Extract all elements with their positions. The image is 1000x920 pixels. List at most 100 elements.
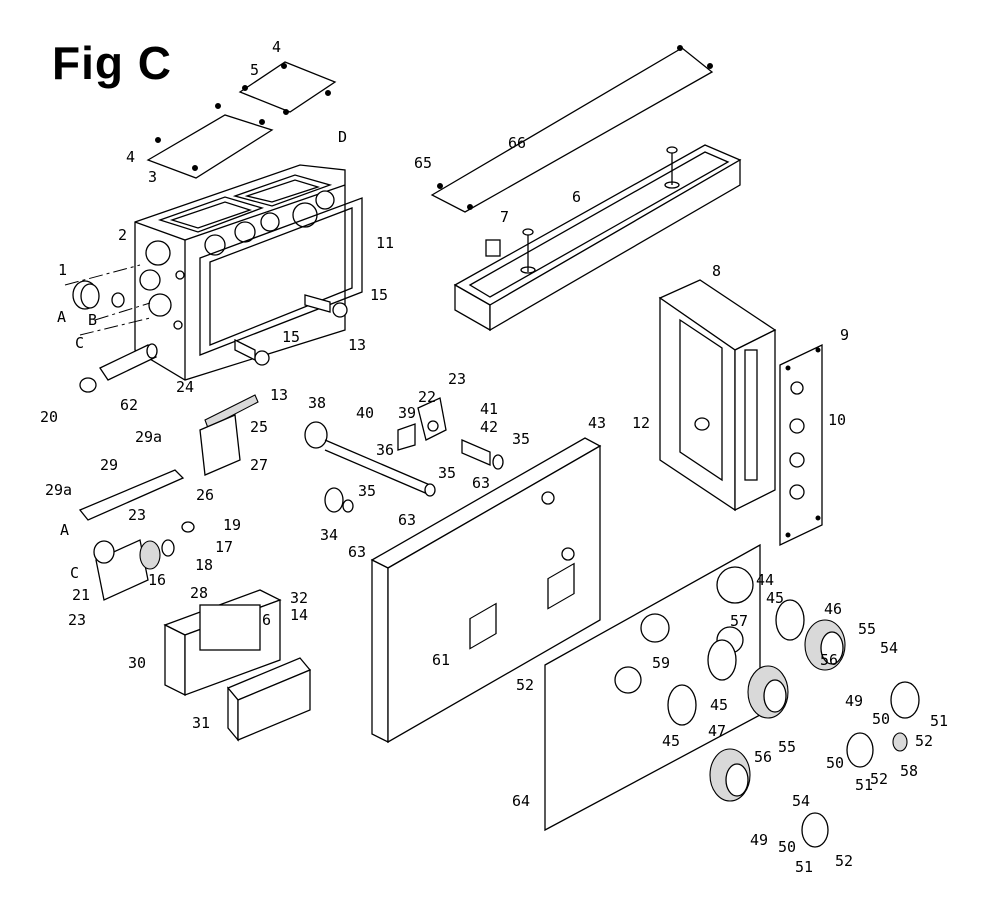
label-51b: 51 <box>855 776 873 794</box>
label-4: 4 <box>126 148 135 166</box>
label-2: 2 <box>118 226 127 244</box>
pulley-and-shafts <box>64 264 158 393</box>
cover-plates <box>146 61 337 179</box>
label-25: 25 <box>250 418 268 436</box>
slide-rail-29 <box>78 469 185 521</box>
label-7: 7 <box>500 208 509 226</box>
label-55b: 55 <box>778 738 796 756</box>
label-50b: 50 <box>826 754 844 772</box>
label-34: 34 <box>320 526 338 544</box>
figure-title: Fig C <box>52 37 172 89</box>
label-24: 24 <box>176 378 194 396</box>
back-plate-64 <box>544 543 761 832</box>
label-63b: 63 <box>398 511 416 529</box>
label-42: 42 <box>480 418 498 436</box>
label-B: B <box>88 311 97 329</box>
part-labels: 1 2 3 4 4 5 D 11 15 15 13 13 A B C 62 20… <box>40 38 948 876</box>
label-58: 58 <box>900 762 918 780</box>
label-4b: 4 <box>272 38 281 56</box>
label-46: 46 <box>824 600 842 618</box>
label-47: 47 <box>708 722 726 740</box>
label-23: 23 <box>128 506 146 524</box>
label-56b: 56 <box>754 748 772 766</box>
label-50: 50 <box>872 710 890 728</box>
label-26: 26 <box>196 486 214 504</box>
label-23c: 23 <box>448 370 466 388</box>
label-C2: C <box>70 564 79 582</box>
rack-and-block <box>199 394 259 476</box>
label-32: 32 <box>290 589 308 607</box>
shaft-assembly <box>304 397 504 513</box>
label-21: 21 <box>72 586 90 604</box>
label-6b: 6 <box>262 611 271 629</box>
label-51: 51 <box>930 712 948 730</box>
label-35b: 35 <box>438 464 456 482</box>
label-27: 27 <box>250 456 268 474</box>
disc-51 <box>801 681 920 848</box>
label-20: 20 <box>40 408 58 426</box>
label-16: 16 <box>148 571 166 589</box>
label-45b: 45 <box>710 696 728 714</box>
label-38: 38 <box>308 394 326 412</box>
label-54b: 54 <box>792 792 810 810</box>
label-19: 19 <box>223 516 241 534</box>
pulley-47-lower <box>709 748 751 802</box>
label-51c: 51 <box>795 858 813 876</box>
housing-30 <box>163 589 282 697</box>
label-17: 17 <box>215 538 233 556</box>
label-11: 11 <box>376 234 394 252</box>
label-61: 61 <box>432 651 450 669</box>
label-3: 3 <box>148 168 157 186</box>
label-13b: 13 <box>270 386 288 404</box>
plate-31 <box>226 657 312 742</box>
cover-8 <box>658 279 777 512</box>
gasket <box>199 197 363 356</box>
label-35: 35 <box>512 430 530 448</box>
label-A2: A <box>60 521 69 539</box>
label-43: 43 <box>588 414 606 432</box>
gear-housing-21 <box>93 521 195 601</box>
label-18: 18 <box>195 556 213 574</box>
main-plate-43 <box>370 437 602 744</box>
label-63c: 63 <box>348 543 366 561</box>
label-1: 1 <box>58 261 67 279</box>
panel-10 <box>779 343 823 547</box>
tray-6 <box>453 144 742 332</box>
label-52d: 52 <box>835 852 853 870</box>
label-6: 6 <box>572 188 581 206</box>
label-28: 28 <box>190 584 208 602</box>
label-54: 54 <box>880 639 898 657</box>
label-8: 8 <box>712 262 721 280</box>
label-30: 30 <box>128 654 146 672</box>
label-9: 9 <box>840 326 849 344</box>
label-52c: 52 <box>870 770 888 788</box>
label-50c: 50 <box>778 838 796 856</box>
pulley-47-upper <box>707 639 789 719</box>
label-22: 22 <box>418 388 436 406</box>
label-29a: 29a <box>135 428 162 446</box>
label-5: 5 <box>250 61 259 79</box>
label-41: 41 <box>480 400 498 418</box>
label-52: 52 <box>516 676 534 694</box>
plate-59 <box>667 684 697 726</box>
label-64: 64 <box>512 792 530 810</box>
label-49b: 49 <box>750 831 768 849</box>
label-14: 14 <box>290 606 308 624</box>
label-44: 44 <box>756 571 774 589</box>
label-36: 36 <box>376 441 394 459</box>
label-55: 55 <box>858 620 876 638</box>
label-66: 66 <box>508 134 526 152</box>
label-29a-b: 29a <box>45 481 72 499</box>
bolts <box>234 294 348 366</box>
label-35c: 35 <box>358 482 376 500</box>
top-cover-66 <box>430 45 714 213</box>
label-40: 40 <box>356 404 374 422</box>
label-A: A <box>57 308 66 326</box>
label-31: 31 <box>192 714 210 732</box>
label-52b: 52 <box>915 732 933 750</box>
label-39: 39 <box>398 404 416 422</box>
label-56: 56 <box>820 651 838 669</box>
label-65: 65 <box>414 154 432 172</box>
